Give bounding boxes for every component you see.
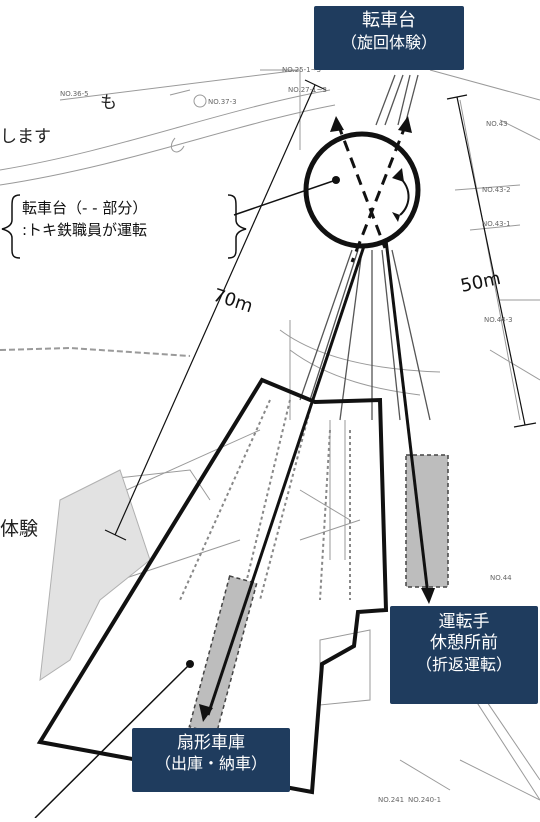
turntable-circle — [303, 131, 421, 249]
map-annotation: NO.240-1 — [408, 796, 441, 804]
turntable-label-line1: 転車台 — [362, 10, 416, 31]
callout-right-bracket — [227, 194, 247, 259]
turntable-arrowheads — [330, 116, 412, 133]
map-annotation: NO.43-2 — [482, 186, 511, 194]
movement-arrowheads — [199, 588, 435, 722]
rest-area-label-line2: 休憩所前 — [430, 633, 498, 654]
cropped-text-middle: 体験 — [0, 518, 39, 540]
movement-lines — [206, 239, 430, 716]
turntable-label-line2: （旋回体験） — [340, 32, 437, 52]
roundhouse-label-line2: （出庫・納車） — [154, 754, 267, 774]
roundhouse-track-dashes — [179, 399, 351, 651]
map-annotation: NO.44 — [490, 574, 512, 582]
thin-track-lines — [299, 74, 431, 421]
dimension-50m-line — [446, 94, 537, 428]
rotation-arrow-icon — [392, 168, 404, 182]
rest-area-label: 運転手 休憩所前 （折返運転） — [390, 606, 538, 704]
roundhouse-label: 扇形車庫 （出庫・納車） — [132, 728, 290, 792]
map-annotation: NO.44-3 — [484, 316, 513, 324]
roundhouse-leader-dot — [186, 660, 194, 668]
callout-line2: :トキ鉄職員が運転 — [22, 220, 148, 239]
map-annotation: NO.36-5 — [60, 90, 89, 98]
shaded-area — [39, 469, 151, 682]
map-annotation: NO.43 — [486, 120, 508, 128]
map-annotation: NO.27-1~3 — [288, 86, 327, 94]
turntable-callout: 転車台（- - 部分） :トキ鉄職員が運転 — [22, 198, 147, 242]
roundhouse-leader — [34, 663, 191, 819]
cropped-text-top: も — [100, 93, 117, 113]
dimension-70m-line — [104, 79, 327, 541]
rest-area-label-line1: 運転手 — [438, 612, 490, 632]
callout-line1: 転車台（- - 部分） — [22, 199, 148, 217]
dimension-70m-label: 70m — [210, 285, 255, 317]
turntable-label: 転車台 （旋回体験） — [314, 6, 464, 70]
map-annotation: NO.37-3 — [208, 98, 237, 106]
callout-left-bracket — [1, 194, 21, 259]
roundhouse-label-line1: 扇形車庫 — [177, 733, 245, 753]
rest-area-label-line3: （折返運転） — [415, 654, 512, 674]
map-annotation: NO.43-1 — [482, 220, 511, 228]
turntable-dashed-tracks — [336, 123, 408, 263]
cropped-text-second-content: します — [0, 127, 51, 147]
map-annotation: NO.241 — [378, 796, 404, 804]
map-annotation: NO.25-1~3 — [282, 66, 321, 74]
callout-leader — [233, 179, 337, 216]
rotation-arrow-icon-2 — [392, 212, 400, 222]
